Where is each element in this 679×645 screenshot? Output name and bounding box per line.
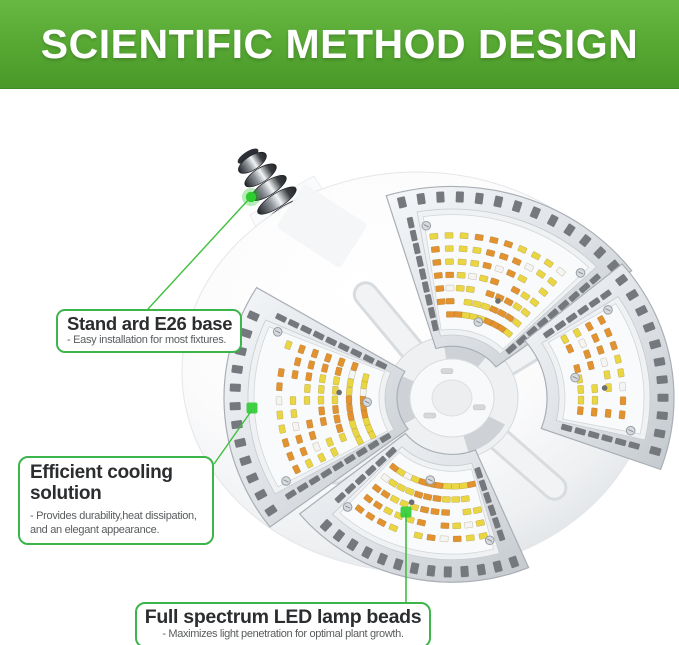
callout-cooling-solution: Efficient cooling solution - Provides du… [18, 456, 214, 545]
led-panel-left [223, 286, 409, 528]
center-hub [385, 335, 519, 461]
page-title: SCIENTIFIC METHOD DESIGN [40, 20, 639, 67]
callout-e26-base: Stand ard E26 base - Easy installation f… [56, 309, 242, 353]
neck-facet [277, 185, 367, 267]
callout-title: Efficient cooling solution [30, 462, 173, 504]
callout-led-beads: Full spectrum LED lamp beads - Maximizes… [135, 602, 431, 645]
callout-title: Full spectrum LED lamp beads [144, 606, 422, 628]
callout-marker-square [246, 402, 258, 414]
led-panel-bottom [298, 432, 530, 583]
callout-description: - Maximizes light penetration for optima… [162, 628, 404, 640]
led-panel-right [523, 263, 675, 471]
callout-description: - Provides durability,heat dissipation, … [30, 510, 197, 536]
callout-description: - Easy installation for most fixtures. [67, 334, 227, 346]
callout-connectors [147, 188, 412, 602]
led-panel-top [385, 185, 633, 368]
callout-marker-square [400, 506, 412, 518]
callout-title: Stand ard E26 base [67, 313, 233, 334]
header-banner: SCIENTIFIC METHOD DESIGN [0, 0, 679, 89]
callout-marker-dot [245, 191, 257, 203]
